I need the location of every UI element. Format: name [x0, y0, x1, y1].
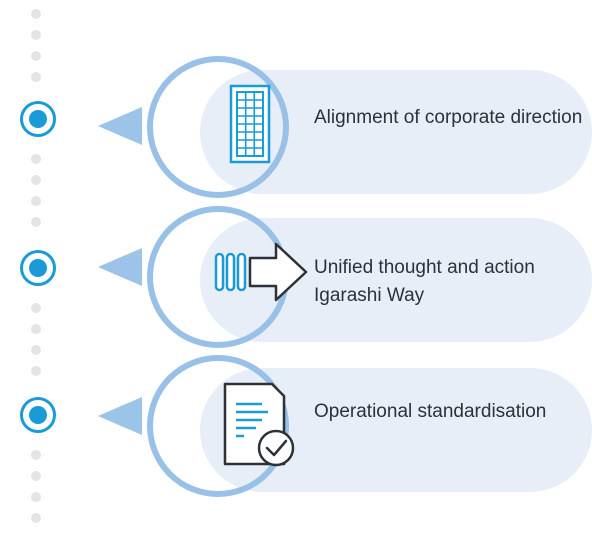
timeline-dot — [31, 450, 41, 460]
timeline-node — [20, 101, 56, 137]
document-check-icon — [223, 382, 295, 467]
step-ring — [147, 355, 289, 497]
timeline-dot — [31, 30, 41, 40]
timeline-dot — [31, 513, 41, 523]
timeline-dot — [31, 217, 41, 227]
timeline-node — [20, 397, 56, 433]
timeline-dot — [31, 303, 41, 313]
timeline-dot — [31, 471, 41, 481]
timeline-dot — [31, 196, 41, 206]
timeline-dot — [31, 345, 41, 355]
timeline-dot — [31, 154, 41, 164]
step-pointer — [98, 397, 142, 435]
step-label: Operational standardisation — [314, 401, 547, 422]
step-label: Alignment of corporate direction — [314, 107, 583, 128]
timeline-dot — [31, 324, 41, 334]
timeline-dot — [31, 72, 41, 82]
timeline-node — [20, 250, 56, 286]
timeline-dot — [31, 175, 41, 185]
timeline-dot — [31, 9, 41, 19]
timeline-dot — [31, 51, 41, 61]
building-icon — [229, 84, 271, 164]
step-ring — [147, 56, 289, 198]
timeline-dot — [31, 492, 41, 502]
timeline-dot — [31, 366, 41, 376]
step-label: Unified thought and action Igarashi Way — [314, 257, 535, 306]
step-pointer — [98, 248, 142, 286]
arrow-right-icon — [214, 242, 308, 302]
step-pointer — [98, 107, 142, 145]
